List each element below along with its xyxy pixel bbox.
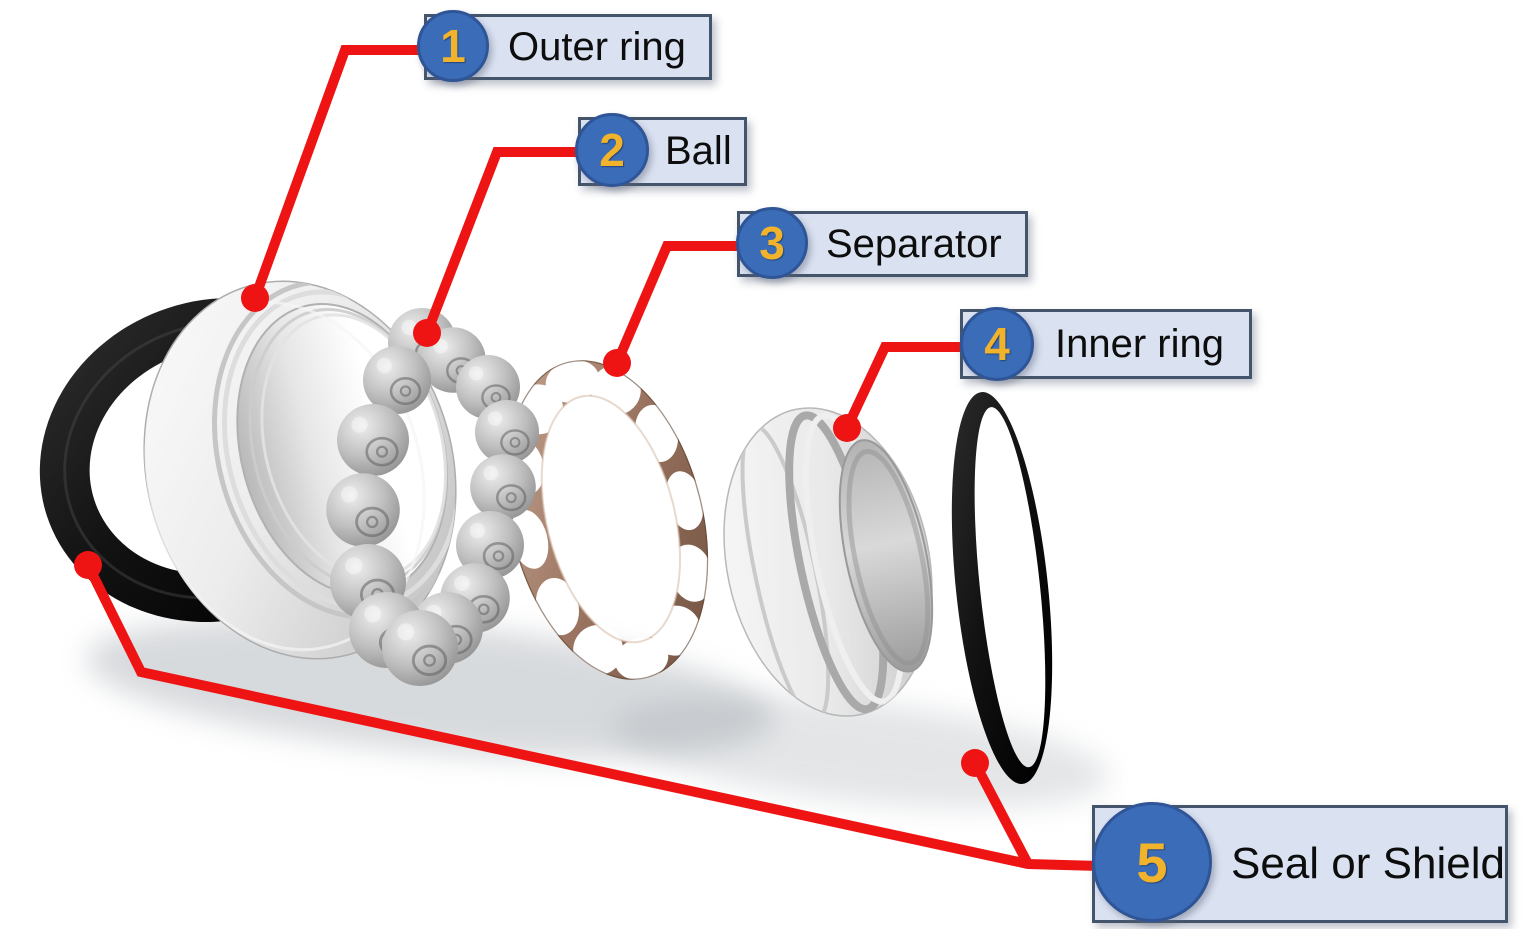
connector-dot-inner-ring xyxy=(833,414,861,442)
callout-connectors xyxy=(74,45,1101,871)
connector-dot-ball xyxy=(413,319,441,347)
callout-number: 2 xyxy=(599,124,625,176)
ball-graphic xyxy=(468,452,538,522)
callout-text: Seal or Shield xyxy=(1231,839,1505,888)
ball-graphic xyxy=(380,608,460,688)
ball-graphic xyxy=(361,344,433,416)
connector-dot-separator xyxy=(603,349,631,377)
callout-number: 5 xyxy=(1136,830,1168,894)
connector-dot-outer-ring xyxy=(241,284,269,312)
inner-ring-graphic xyxy=(723,407,934,722)
connector-dot-seal-right xyxy=(961,749,989,777)
connector-line-2 xyxy=(422,147,576,335)
callout-number-badge-4: 4 xyxy=(960,307,1034,381)
connector-dot-seal-left xyxy=(74,551,102,579)
callout-text: Separator xyxy=(826,221,1002,266)
connector-line-4 xyxy=(842,342,962,431)
ball-graphic xyxy=(335,402,411,478)
callout-number-badge-1: 1 xyxy=(417,10,489,82)
callout-text: Outer ring xyxy=(508,24,686,69)
callout-number-badge-3: 3 xyxy=(736,207,808,279)
callout-number-badge-5: 5 xyxy=(1092,802,1212,922)
connector-line-3 xyxy=(612,241,738,365)
callout-number: 4 xyxy=(984,318,1010,370)
callout-number: 3 xyxy=(759,217,785,269)
callout-number-badge-2: 2 xyxy=(575,113,649,187)
callout-text: Ball xyxy=(665,129,732,173)
seal-right-graphic xyxy=(951,392,1053,784)
connector-line-5 xyxy=(83,562,1101,871)
connector-line-5b xyxy=(970,760,1033,867)
callout-number: 1 xyxy=(440,20,466,72)
ball-graphic xyxy=(473,398,541,466)
ball-graphic xyxy=(324,471,402,549)
connector-line-1 xyxy=(250,45,419,300)
callout-text: Inner ring xyxy=(1055,321,1224,366)
